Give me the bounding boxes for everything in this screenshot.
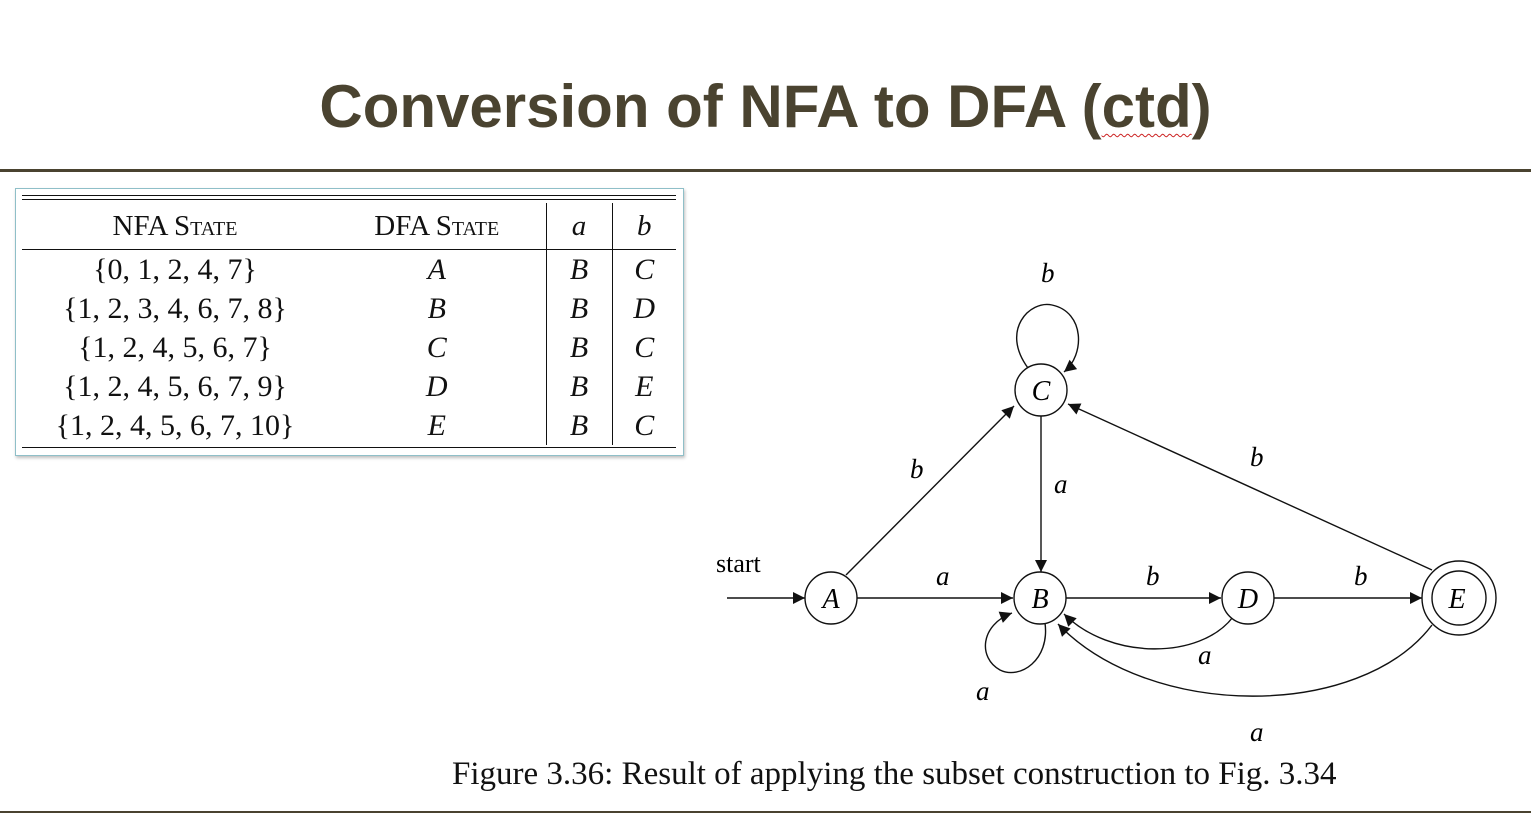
edge-label-c-loop: b (1041, 258, 1055, 288)
state-a-label: A (820, 584, 840, 615)
title-spellcheck-word: ctd (1101, 73, 1192, 140)
cell-dfa-state: A (427, 253, 446, 286)
edge-label-b-to-d: b (1146, 561, 1160, 591)
cell-dfa-state: B (427, 292, 446, 325)
edge-d-to-b (1063, 613, 1234, 650)
transition-table-frame: NFA State DFA State a b {0, 1, 2, 4, 7} … (22, 195, 676, 445)
cell-on-b: D (611, 289, 676, 328)
transition-table: NFA State DFA State a b {0, 1, 2, 4, 7} … (22, 203, 676, 445)
cell-nfa-set: {1, 2, 4, 5, 6, 7, 9} (63, 370, 287, 403)
title-divider (0, 169, 1531, 172)
cell-dfa-state: D (425, 370, 448, 403)
footer-divider (0, 811, 1531, 813)
state-a: A (804, 571, 858, 625)
cell-dfa-state: E (427, 409, 446, 442)
state-b: B (1013, 571, 1067, 625)
state-b-label: B (1031, 584, 1048, 615)
state-c-circle (1014, 363, 1068, 417)
cell-nfa-set: {1, 2, 3, 4, 6, 7, 8} (63, 292, 287, 325)
header-symbol-b: b (611, 203, 676, 250)
transition-table-image: NFA State DFA State a b {0, 1, 2, 4, 7} … (15, 188, 684, 456)
edge-label-b-loop: a (976, 676, 990, 706)
cell-nfa-set: {1, 2, 4, 5, 6, 7} (78, 331, 272, 364)
state-e-label: E (1447, 584, 1465, 615)
edge-label-a-to-b: a (936, 561, 950, 591)
edge-label-c-to-b: a (1054, 469, 1068, 499)
state-d-label: D (1237, 584, 1258, 615)
cell-nfa-set: {1, 2, 4, 5, 6, 7, 10} (55, 409, 295, 442)
state-d: D (1221, 571, 1275, 625)
table-row: {1, 2, 4, 5, 6, 7} C B C (22, 328, 676, 367)
edge-e-to-c (1067, 403, 1433, 571)
edge-a-to-c (845, 405, 1015, 576)
header-nfa-state: NFA State (112, 209, 238, 242)
edge-b-loop (984, 611, 1047, 674)
edge-e-to-b (1057, 623, 1433, 697)
state-a-circle (804, 571, 858, 625)
cell-dfa-state: C (426, 331, 447, 364)
cell-on-a: B (545, 367, 612, 406)
edge-label-a-to-c: b (910, 454, 924, 484)
title-close: ) (1191, 73, 1212, 140)
cell-on-b: C (611, 249, 676, 289)
figure-caption: Figure 3.36: Result of applying the subs… (452, 756, 1337, 792)
cell-on-a: B (545, 328, 612, 367)
cell-on-b: C (611, 406, 676, 445)
cell-on-a: B (545, 406, 612, 445)
header-symbol-a: a (545, 203, 612, 250)
table-bottom-rule (22, 447, 676, 448)
table-row: {1, 2, 4, 5, 6, 7, 9} D B E (22, 367, 676, 406)
title-text: Conversion of NFA to DFA ( (319, 73, 1102, 140)
cell-on-a: B (545, 249, 612, 289)
state-d-circle (1221, 571, 1275, 625)
edge-label-e-to-c: b (1250, 442, 1264, 472)
cell-on-b: C (611, 328, 676, 367)
cell-on-a: B (545, 289, 612, 328)
slide-title: Conversion of NFA to DFA (ctd) (0, 72, 1531, 141)
state-e-accepting: E (1421, 560, 1497, 636)
state-b-circle (1013, 571, 1067, 625)
cell-nfa-set: {0, 1, 2, 4, 7} (93, 253, 257, 286)
state-c: C (1014, 363, 1068, 417)
header-dfa-state: DFA State (374, 209, 500, 242)
table-row: {1, 2, 3, 4, 6, 7, 8} B B D (22, 289, 676, 328)
edge-label-e-to-b: a (1250, 717, 1264, 747)
table-row: {1, 2, 4, 5, 6, 7, 10} E B C (22, 406, 676, 445)
edge-c-loop (1015, 303, 1080, 373)
edge-label-d-to-b: a (1198, 640, 1212, 670)
table-header-row: NFA State DFA State a b (22, 203, 676, 250)
start-label: start (716, 549, 762, 578)
table-row: {0, 1, 2, 4, 7} A B C (22, 249, 676, 289)
state-c-label: C (1032, 376, 1051, 407)
state-e-inner-circle (1431, 570, 1487, 626)
edge-label-d-to-e: b (1354, 561, 1368, 591)
cell-on-b: E (611, 367, 676, 406)
